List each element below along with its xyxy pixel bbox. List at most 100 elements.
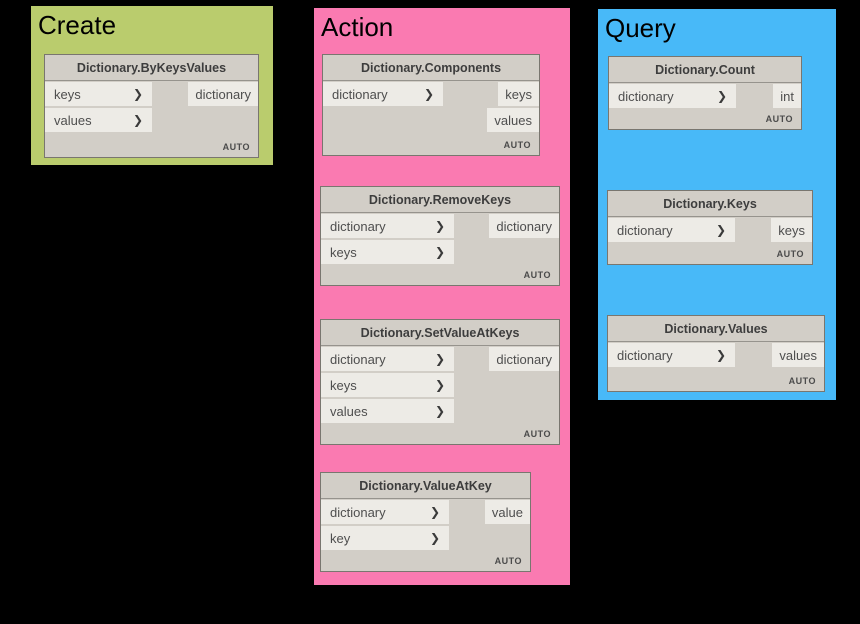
node-body: keys ❯ values ❯ dictionary AUTO [45, 81, 258, 157]
node-body: dictionary ❯ key ❯ value AUTO [321, 499, 530, 571]
node-dictionary-bykeysvalues[interactable]: Dictionary.ByKeysValues keys ❯ values ❯ … [44, 54, 259, 158]
node-body: dictionary ❯ int AUTO [609, 83, 801, 129]
node-dictionary-keys[interactable]: Dictionary.Keys dictionary ❯ keys AUTO [607, 190, 813, 265]
chevron-right-icon: ❯ [423, 87, 434, 101]
output-ports: value [484, 500, 530, 524]
chevron-right-icon: ❯ [434, 219, 445, 233]
node-title-bar[interactable]: Dictionary.SetValueAtKeys [321, 320, 559, 346]
port-label: dictionary [617, 222, 673, 238]
node-dictionary-valueatkey[interactable]: Dictionary.ValueAtKey dictionary ❯ key ❯… [320, 472, 531, 572]
port-label: dictionary [496, 218, 552, 234]
output-ports: values [772, 343, 824, 367]
node-dictionary-components[interactable]: Dictionary.Components dictionary ❯ keys … [322, 54, 540, 156]
node-body: dictionary ❯ keys AUTO [608, 217, 812, 264]
lacing-badge[interactable]: AUTO [222, 142, 250, 152]
lacing-badge[interactable]: AUTO [523, 270, 551, 280]
input-port-dictionary[interactable]: dictionary ❯ [321, 214, 454, 238]
port-label: values [494, 112, 532, 128]
output-port-keys[interactable]: keys [498, 82, 539, 106]
group-create-title[interactable]: Create [38, 10, 117, 40]
output-ports: keys [771, 218, 812, 242]
port-label: dictionary [330, 218, 386, 234]
input-port-dictionary[interactable]: dictionary ❯ [609, 84, 736, 108]
output-port-dictionary[interactable]: dictionary [188, 82, 258, 106]
node-dictionary-values[interactable]: Dictionary.Values dictionary ❯ values AU… [607, 315, 825, 392]
node-body: dictionary ❯ keys ❯ dictionary AUTO [321, 213, 559, 285]
output-port-int[interactable]: int [773, 84, 801, 108]
chevron-right-icon: ❯ [434, 352, 445, 366]
chevron-right-icon: ❯ [715, 348, 726, 362]
input-ports: dictionary ❯ [608, 218, 735, 242]
port-label: dictionary [618, 88, 674, 104]
output-port-value[interactable]: value [484, 500, 530, 524]
output-ports: dictionary [489, 347, 559, 371]
input-port-key[interactable]: key ❯ [321, 526, 449, 550]
node-dictionary-removekeys[interactable]: Dictionary.RemoveKeys dictionary ❯ keys … [320, 186, 560, 286]
port-label: value [491, 504, 523, 520]
port-label: values [54, 112, 92, 128]
input-ports: dictionary ❯ [609, 84, 736, 108]
input-port-keys[interactable]: keys ❯ [45, 82, 152, 106]
input-port-values[interactable]: values ❯ [45, 108, 152, 132]
lacing-badge[interactable]: AUTO [503, 140, 531, 150]
input-port-dictionary[interactable]: dictionary ❯ [321, 500, 449, 524]
output-port-dictionary[interactable]: dictionary [489, 214, 559, 238]
node-title-bar[interactable]: Dictionary.Count [609, 57, 801, 83]
input-ports: dictionary ❯ [608, 343, 735, 367]
port-label: key [330, 530, 351, 546]
input-port-keys[interactable]: keys ❯ [321, 373, 454, 397]
port-label: dictionary [332, 86, 388, 102]
output-port-values[interactable]: values [487, 108, 539, 132]
input-port-dictionary[interactable]: dictionary ❯ [321, 347, 454, 371]
chevron-right-icon: ❯ [715, 223, 726, 237]
output-ports: int [773, 84, 801, 108]
node-title-bar[interactable]: Dictionary.Components [323, 55, 539, 81]
port-label: int [780, 88, 794, 104]
input-port-dictionary[interactable]: dictionary ❯ [608, 218, 735, 242]
node-title-bar[interactable]: Dictionary.Values [608, 316, 824, 342]
node-dictionary-setvalueatkeys[interactable]: Dictionary.SetValueAtKeys dictionary ❯ k… [320, 319, 560, 445]
node-title-bar[interactable]: Dictionary.Keys [608, 191, 812, 217]
input-ports: dictionary ❯ keys ❯ values ❯ [321, 347, 454, 423]
input-ports: dictionary ❯ key ❯ [321, 500, 449, 550]
input-ports: keys ❯ values ❯ [45, 82, 152, 132]
port-label: keys [54, 86, 81, 102]
port-label: dictionary [195, 86, 251, 102]
chevron-right-icon: ❯ [429, 531, 440, 545]
input-ports: dictionary ❯ [323, 82, 443, 106]
output-port-dictionary[interactable]: dictionary [489, 347, 559, 371]
lacing-badge[interactable]: AUTO [788, 376, 816, 386]
chevron-right-icon: ❯ [132, 87, 143, 101]
output-port-keys[interactable]: keys [771, 218, 812, 242]
port-label: dictionary [330, 351, 386, 367]
output-ports: dictionary [489, 214, 559, 238]
node-title-bar[interactable]: Dictionary.ValueAtKey [321, 473, 530, 499]
output-port-values[interactable]: values [772, 343, 824, 367]
port-label: values [330, 403, 368, 419]
group-action-title[interactable]: Action [321, 12, 394, 42]
lacing-badge[interactable]: AUTO [765, 114, 793, 124]
node-title-bar[interactable]: Dictionary.RemoveKeys [321, 187, 559, 213]
lacing-badge[interactable]: AUTO [523, 429, 551, 439]
port-label: values [779, 347, 817, 363]
input-port-dictionary[interactable]: dictionary ❯ [323, 82, 443, 106]
node-title-bar[interactable]: Dictionary.ByKeysValues [45, 55, 258, 81]
lacing-badge[interactable]: AUTO [776, 249, 804, 259]
lacing-badge[interactable]: AUTO [494, 556, 522, 566]
port-label: dictionary [330, 504, 386, 520]
port-label: keys [778, 222, 805, 238]
chevron-right-icon: ❯ [434, 404, 445, 418]
node-dictionary-count[interactable]: Dictionary.Count dictionary ❯ int AUTO [608, 56, 802, 130]
input-port-values[interactable]: values ❯ [321, 399, 454, 423]
input-port-dictionary[interactable]: dictionary ❯ [608, 343, 735, 367]
node-body: dictionary ❯ keys values AUTO [323, 81, 539, 155]
output-ports: keys values [487, 82, 539, 132]
chevron-right-icon: ❯ [429, 505, 440, 519]
chevron-right-icon: ❯ [434, 245, 445, 259]
port-label: keys [330, 377, 357, 393]
port-label: keys [330, 244, 357, 260]
input-ports: dictionary ❯ keys ❯ [321, 214, 454, 264]
input-port-keys[interactable]: keys ❯ [321, 240, 454, 264]
group-query-title[interactable]: Query [605, 13, 676, 43]
